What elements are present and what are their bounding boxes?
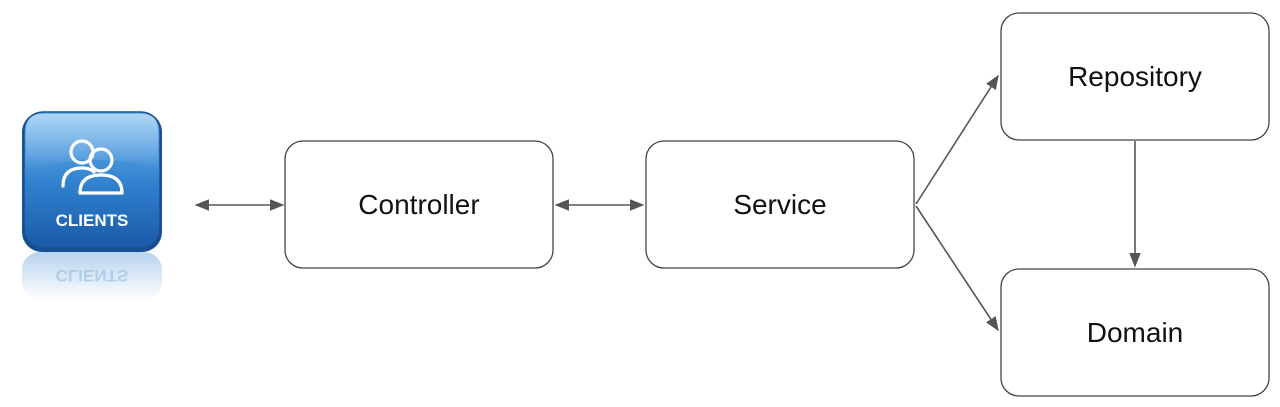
- service-label: Service: [733, 189, 826, 220]
- clients-reflection-label: CLIENTS: [56, 266, 129, 285]
- clients-label: CLIENTS: [56, 211, 129, 230]
- repository-box: [1000, 12, 1270, 141]
- repository-node[interactable]: Repository: [1000, 12, 1270, 141]
- controller-box: [284, 140, 554, 269]
- edge-service-repository: [915, 74, 999, 205]
- domain-node[interactable]: Domain: [1000, 268, 1270, 397]
- service-node[interactable]: Service: [645, 140, 915, 269]
- service-box: [645, 140, 915, 269]
- domain-box: [1000, 268, 1270, 397]
- controller-node[interactable]: Controller: [284, 140, 554, 269]
- controller-label: Controller: [358, 189, 479, 220]
- repository-label: Repository: [1068, 61, 1202, 92]
- users-icon: [61, 139, 124, 195]
- clients-reflection: CLIENTS: [22, 252, 162, 300]
- clients-icon-gloss: [26, 114, 158, 172]
- edge-service-domain: [915, 205, 999, 332]
- domain-label: Domain: [1087, 317, 1183, 348]
- clients-node[interactable]: CLIENTS CLIENTS: [22, 111, 162, 300]
